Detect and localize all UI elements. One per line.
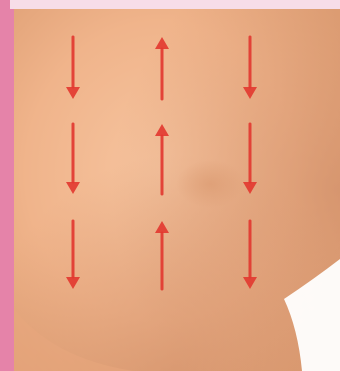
areola-shading (176, 160, 244, 208)
frame-top-strip (10, 0, 340, 9)
breast-exam-illustration (14, 9, 340, 371)
breast-exam-photo (14, 9, 340, 371)
